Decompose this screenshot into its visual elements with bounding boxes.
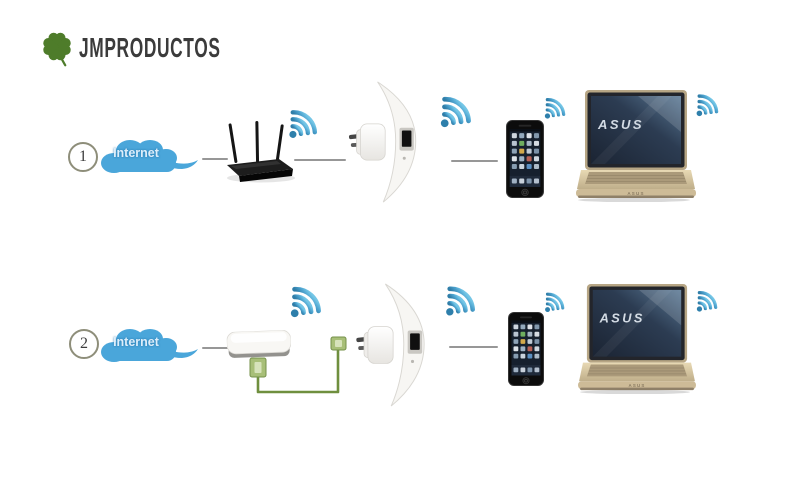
link-line-repeater-clients-row2 xyxy=(449,346,498,348)
asus-screen-logo-row2: ASUS xyxy=(599,310,645,325)
link-line-router-repeater xyxy=(294,159,346,161)
internet-cloud-row1: Internet xyxy=(92,136,204,180)
wifi-icon-laptop-row1 xyxy=(687,90,722,125)
wifi-repeater-image-row1 xyxy=(348,81,417,203)
step-1-badge: 1 xyxy=(68,142,98,172)
wifi-icon-router xyxy=(272,102,318,148)
laptop-image-row2: ASUS ASUS xyxy=(578,284,696,394)
wifi-repeater-image-row2 xyxy=(356,283,425,407)
brand-name: JMPRODUCTOS xyxy=(79,32,221,63)
wifi-icon-modem xyxy=(272,278,322,328)
step-2-badge: 2 xyxy=(69,329,99,359)
wifi-icon-repeater-row1 xyxy=(422,88,472,138)
wifi-icon-repeater-row2 xyxy=(428,278,476,326)
smartphone-image-row2 xyxy=(508,312,544,386)
link-line-cloud-router xyxy=(202,158,228,160)
internet-cloud-row2: Internet xyxy=(92,325,204,369)
step-2-number: 2 xyxy=(80,335,88,352)
asus-screen-logo-row1: ASUS xyxy=(597,117,644,132)
link-line-cloud-modem xyxy=(202,347,228,349)
laptop-image-row1: ASUS ASUS xyxy=(576,90,696,202)
clover-icon xyxy=(43,32,71,67)
step-1-number: 1 xyxy=(79,148,87,165)
wifi-icon-phone-row1 xyxy=(535,94,569,127)
internet-label-row1: Internet xyxy=(113,146,159,160)
internet-label-row2: Internet xyxy=(113,335,159,349)
smartphone-image-row1 xyxy=(506,120,544,198)
asus-base-logo-row1: ASUS xyxy=(627,191,644,196)
wifi-icon-phone-row2 xyxy=(536,289,568,320)
asus-base-logo-row2: ASUS xyxy=(629,383,646,388)
wifi-icon-laptop-row2 xyxy=(687,287,721,320)
modem-image xyxy=(226,329,292,362)
link-line-repeater-clients-row1 xyxy=(451,160,498,162)
ethernet-cable xyxy=(249,336,347,394)
brand-logo: JMPRODUCTOS xyxy=(39,24,307,72)
